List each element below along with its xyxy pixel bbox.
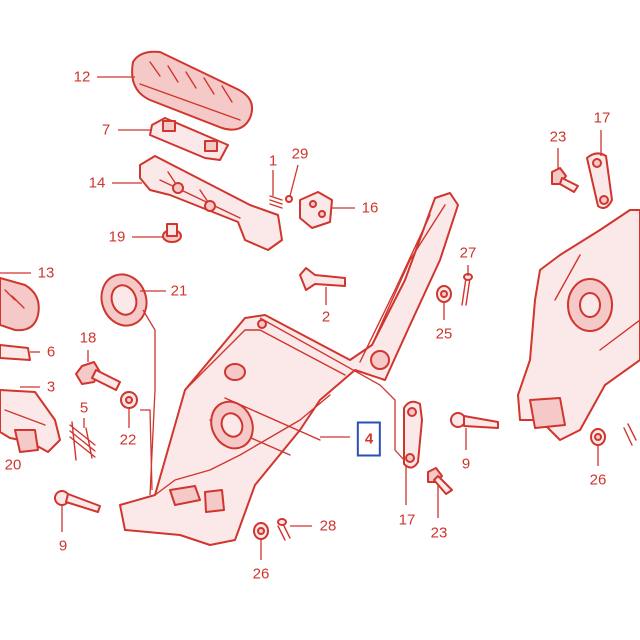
callout-1: 1 xyxy=(268,152,278,170)
part-19-bolt xyxy=(162,223,182,243)
part-25-washer xyxy=(436,285,452,303)
leader-lines xyxy=(0,76,602,560)
right-pin xyxy=(623,423,637,446)
part-4-main-bracket xyxy=(119,192,459,546)
part-7-plate xyxy=(149,117,229,161)
callout-12: 12 xyxy=(73,68,91,86)
callout-22: 22 xyxy=(119,431,137,449)
part-26-right-washer xyxy=(590,428,606,446)
callout-5: 5 xyxy=(79,399,89,417)
part-14-footpeg xyxy=(139,155,283,251)
callout-17-center: 17 xyxy=(398,511,416,529)
callout-29: 29 xyxy=(291,145,309,163)
callout-9-center: 9 xyxy=(461,455,471,473)
callout-26-right: 26 xyxy=(589,471,607,489)
right-bracket xyxy=(517,209,640,441)
part-13-rubber xyxy=(0,277,40,332)
part-27-pin xyxy=(461,273,473,306)
part-20-footpeg-mount xyxy=(14,429,39,453)
callout-20: 20 xyxy=(4,456,22,474)
part-22-washer xyxy=(120,391,138,409)
part-9-bolt xyxy=(450,412,499,429)
callout-2: 2 xyxy=(321,308,331,326)
part-1-spring xyxy=(269,195,283,209)
callout-28: 28 xyxy=(319,517,337,535)
part-2-bolt xyxy=(299,267,346,291)
callout-6: 6 xyxy=(46,343,56,361)
part-6-plate xyxy=(0,344,31,361)
part-12-footpeg-rubber xyxy=(131,50,254,131)
part-29-pin xyxy=(285,195,293,203)
part-3-footpeg xyxy=(0,389,61,453)
callout-17-right: 17 xyxy=(593,109,611,127)
callout-7: 7 xyxy=(101,121,111,139)
part-9-bolt-left xyxy=(54,490,101,513)
part-17-link-arm xyxy=(403,400,423,469)
callout-27: 27 xyxy=(459,244,477,262)
part-21-collar xyxy=(100,273,148,327)
callout-14: 14 xyxy=(88,174,106,192)
part-23-bolt xyxy=(427,467,453,495)
callout-21: 21 xyxy=(170,282,188,300)
callout-23-right: 23 xyxy=(549,128,567,146)
callout-16: 16 xyxy=(361,199,379,217)
callout-19: 19 xyxy=(108,228,126,246)
part-17-right-arm xyxy=(586,152,613,209)
callout-18: 18 xyxy=(79,329,97,347)
callout-9-left: 9 xyxy=(58,537,68,555)
callout-23-center: 23 xyxy=(430,524,448,542)
part-5-spring xyxy=(69,421,96,461)
callout-13: 13 xyxy=(37,264,55,282)
callout-25: 25 xyxy=(435,325,453,343)
part-18-bolt xyxy=(75,361,121,391)
callout-26-center: 26 xyxy=(252,565,270,583)
part-23-right-bolt xyxy=(551,167,579,193)
callout-4-highlighted[interactable]: 4 xyxy=(356,421,382,457)
part-26-washer xyxy=(253,522,269,540)
part-16-bracket xyxy=(299,191,333,229)
part-28-pin xyxy=(277,518,291,541)
callout-3: 3 xyxy=(46,378,56,396)
